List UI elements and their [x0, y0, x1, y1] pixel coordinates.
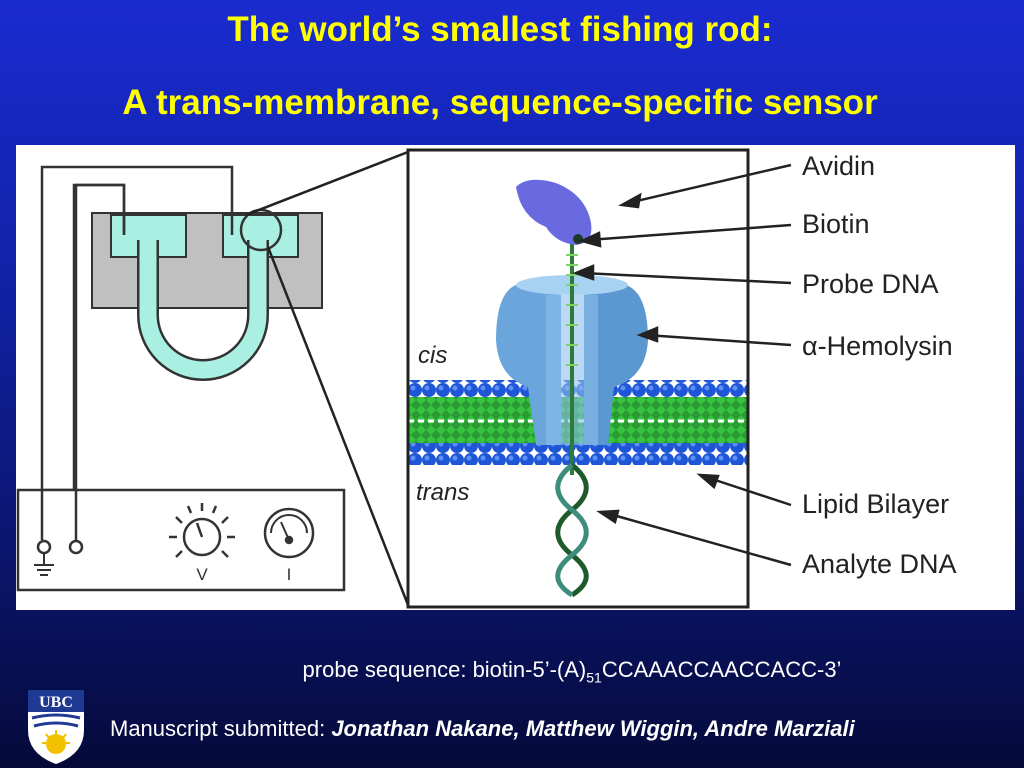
alpha-hemolysin-pore	[496, 275, 648, 445]
avidin-blob	[516, 179, 592, 245]
voltage-knob-icon	[169, 503, 235, 558]
current-label: I	[287, 565, 292, 584]
molecular-panel-border	[406, 148, 750, 609]
u-tube-fill	[139, 240, 267, 379]
label-alpha-hemolysin: α-Hemolysin	[802, 331, 953, 361]
hemolysin-text: -Hemolysin	[818, 331, 953, 361]
cis-label: cis	[418, 342, 447, 369]
probe-sequence: probe sequence: biotin-5’-(A)51CCAAACCAA…	[0, 657, 1024, 685]
molecular-view-panel: cis trans	[406, 148, 750, 609]
ground-icon	[34, 553, 54, 576]
label-biotin: Biotin	[802, 209, 870, 239]
analyte-dna-helix-1	[555, 463, 589, 598]
voltage-label: V	[196, 565, 208, 584]
probe-sequence-prefix: probe sequence: biotin-5’-(A)	[302, 657, 587, 682]
callout-arrows	[572, 163, 792, 567]
diagram-svg: V I	[16, 148, 957, 609]
label-probe-dna: Probe DNA	[802, 269, 939, 299]
manuscript-authors: Jonathan Nakane, Matthew Wiggin, Andre M…	[331, 716, 855, 741]
label-avidin: Avidin	[802, 151, 875, 181]
analyte-dna-helix-2	[555, 463, 589, 598]
apparatus-schematic: V I	[16, 150, 410, 606]
probe-dna-bases	[566, 254, 578, 366]
label-lipid-bilayer: Lipid Bilayer	[802, 489, 949, 519]
slide-title-line-1: The world’s smallest fishing rod:	[227, 10, 773, 49]
probe-sequence-suffix: CCAAACCAACCACC-3’	[601, 657, 842, 682]
current-meter-icon	[263, 507, 315, 559]
ubc-logo-text: UBC	[39, 694, 73, 711]
ground-terminal	[36, 539, 52, 555]
manuscript-label: Manuscript submitted:	[110, 716, 332, 741]
lipid-heads-bottom	[408, 443, 748, 465]
alpha-symbol: α	[802, 331, 818, 361]
component-labels: Avidin Biotin Probe DNA α-Hemolysin Lipi…	[802, 151, 957, 579]
slide-title-line-2: A trans-membrane, sequence-specific sens…	[122, 83, 878, 122]
zoom-line-top	[245, 150, 409, 217]
nanopore-sensor-diagram: V I	[16, 145, 1015, 610]
ubc-logo: UBC	[28, 690, 84, 764]
zoom-line-bottom	[266, 246, 410, 606]
trans-label: trans	[416, 479, 469, 506]
signal-terminal	[68, 539, 84, 555]
manuscript-credit: Manuscript submitted: Jonathan Nakane, M…	[110, 716, 855, 742]
biotin-dot	[573, 234, 583, 244]
probe-sequence-subscript: 51	[586, 669, 602, 686]
label-analyte-dna: Analyte DNA	[802, 549, 957, 579]
